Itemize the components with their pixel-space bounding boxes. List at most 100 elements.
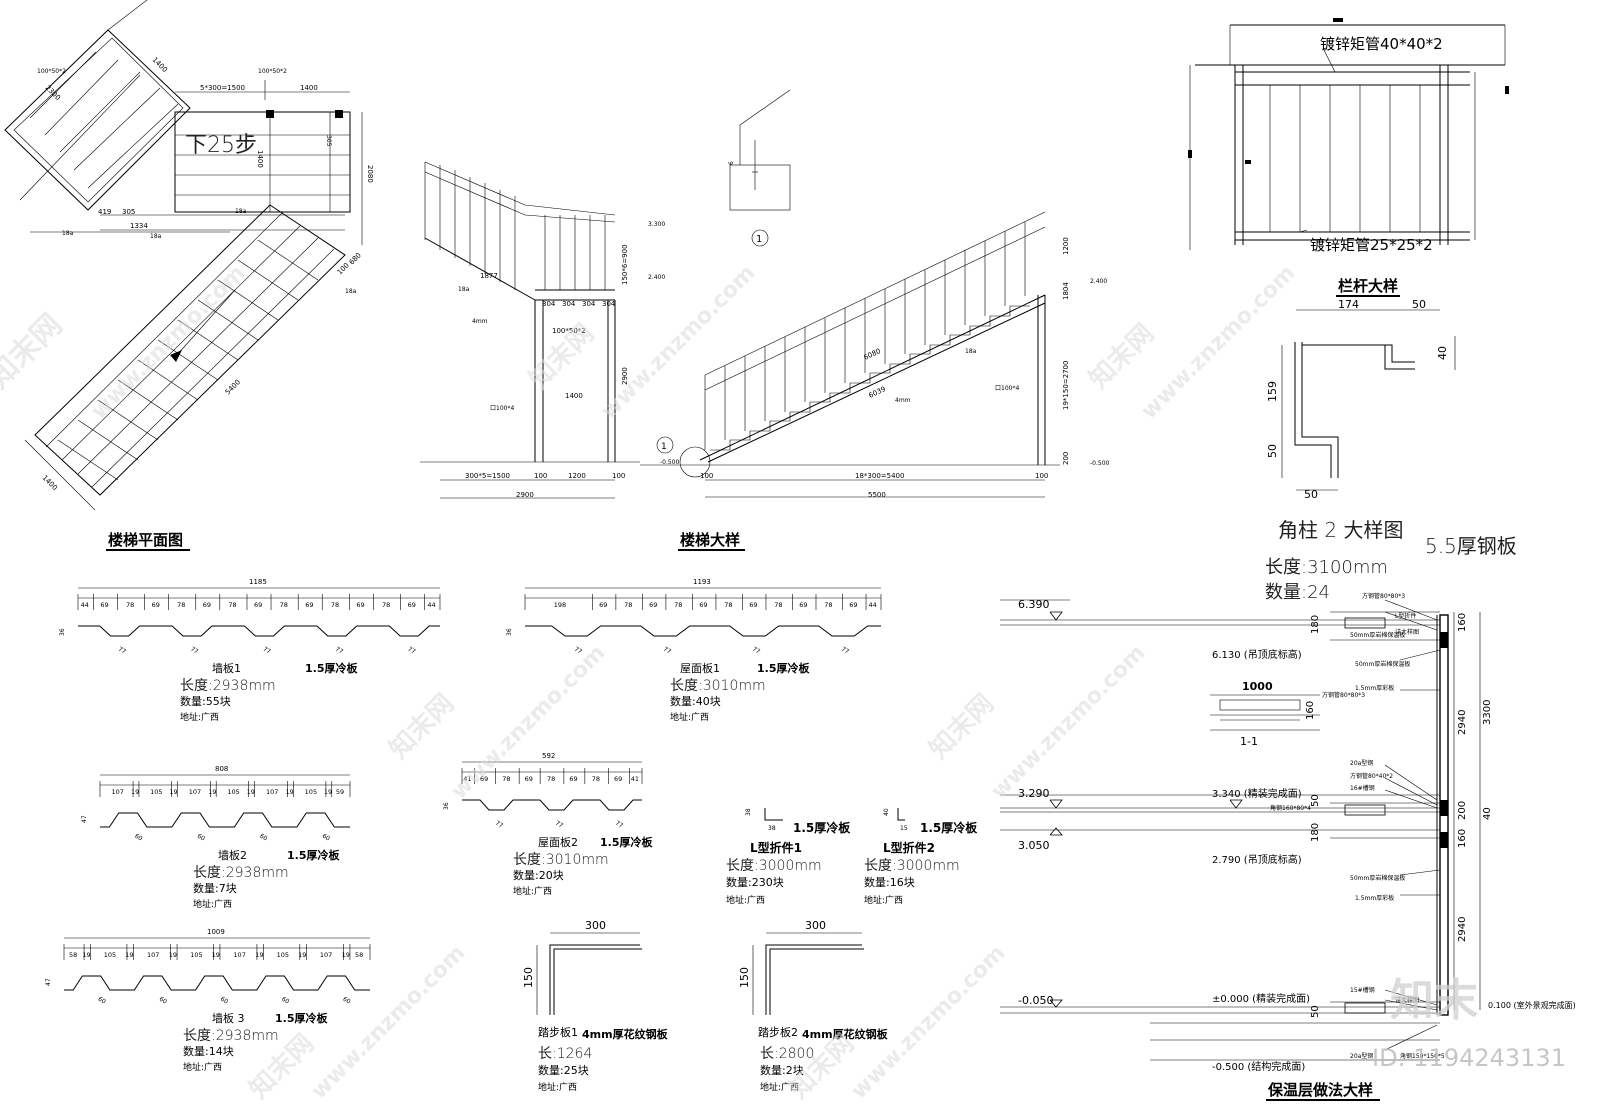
plan-dim-305: 305: [122, 208, 135, 216]
panel-wall1-seg: 69: [408, 601, 416, 609]
angle-dim-40: 40: [1436, 346, 1449, 360]
l-fold-2: 40 15 1.5厚冷板 L型折件2 长度:3000mm 数量:16块 地址:广…: [864, 808, 978, 906]
elev-right-dim-18x300: 18*300=5400: [855, 472, 904, 480]
railing-title: 栏杆大样: [1338, 277, 1398, 295]
elev-right-dim-6080: 6080: [862, 347, 882, 362]
section-el-0000: ±0.000 (精装完成面): [1212, 992, 1310, 1005]
detail-mark-1: 1: [756, 234, 762, 245]
tread-plate-2: 300 150 踏步板2 4mm厚花纹钢板 长:2800 数量:2块 地址:广西: [738, 919, 889, 1093]
plan-dim-1334: 1334: [130, 222, 148, 230]
elev-left-beam-note: 100*50*2: [552, 327, 586, 335]
section-title: 保温层做法大样: [1267, 1081, 1373, 1099]
section-note-pipe-80x80: 方钢管80*80*3: [1362, 592, 1405, 600]
plan-dim-419: 419: [98, 208, 111, 216]
plan-note-channel-c: 18a: [62, 230, 74, 237]
panel-wall3-seg: 107: [233, 951, 245, 959]
elev-right-dim-5500: 5500: [868, 491, 886, 499]
section-note-20a-bottom: 20a型钢: [1350, 1052, 1373, 1060]
panel-wall3-total: 1009: [207, 928, 225, 936]
panel-wall3-seg: 107: [147, 951, 159, 959]
tread-1-addr: 地址:广西: [538, 1081, 577, 1093]
panel-wall2-seg: 19: [208, 788, 216, 796]
tread-2-addr: 地址:广西: [760, 1081, 799, 1093]
panel-wall3-seg: 19: [255, 951, 263, 959]
panel-roof1-seg: 78: [674, 601, 682, 609]
section-el-minus-0500: -0.500 (结构完成面): [1212, 1060, 1305, 1073]
panel-roof2-height: 36: [443, 802, 450, 810]
plan-dim-5400: 5400: [224, 378, 242, 396]
tread-1-width: 300: [585, 919, 606, 932]
panel-roof1-seg: 69: [849, 601, 857, 609]
panel-wall2-seg: 105: [227, 788, 239, 796]
panel-roof1-length: 长度:3010mm: [670, 678, 766, 694]
l-fold-1-dim-b: 38: [768, 825, 776, 832]
panel-wall1-spec: 1.5厚冷板: [305, 661, 358, 675]
plan-title: 楼梯平面图: [108, 531, 183, 549]
elev-right-el-0500: -0.500: [1090, 460, 1110, 467]
panel-wall1-seg: 44: [427, 601, 435, 609]
stair-plan-view: 下25步 1400 2300 5*300=1500 1400 2080 1400…: [4, 0, 374, 551]
l-fold-2-dim-a: 40: [883, 808, 890, 816]
panel-wall3-seg: 58: [355, 951, 363, 959]
panel-wall2-seg: 107: [266, 788, 278, 796]
panel-wall3-rib: 60: [158, 996, 168, 1006]
panel-roof1-qty: 数量:40块: [670, 695, 721, 708]
tread-2-length: 长:2800: [760, 1046, 814, 1062]
panel-wall1-rib: 77: [406, 646, 416, 656]
plan-step-label: 下25步: [185, 133, 257, 158]
section-el-0100: 0.100 (室外景观完成面): [1488, 1000, 1576, 1010]
section-cut-label: 1-1: [1240, 735, 1258, 748]
panel-wall3-seg: 105: [190, 951, 202, 959]
watermark-brand-5: 知末网: [924, 689, 1000, 765]
panel-roof1-name: 屋面板1: [680, 661, 720, 675]
section-note-l-fold: L型折件: [1395, 612, 1416, 620]
panel-wall2-seg: 105: [305, 788, 317, 796]
section-note-angle-160: 角钢160*80*4: [1270, 804, 1311, 812]
panel-roof1-seg: 69: [749, 601, 757, 609]
elev-left-dim-304-1: 304: [542, 300, 556, 308]
panel-wall3-seg: 105: [104, 951, 116, 959]
panel-wall1-seg: 69: [305, 601, 313, 609]
insulation-section-detail: 6.390 6.130 (吊顶底标高) 3.290 3.340 (精装完成面) …: [1000, 592, 1576, 1101]
railing-top-pipe-label: 镀锌矩管40*40*2: [1320, 35, 1443, 53]
panel-wall3-spec: 1.5厚冷板: [275, 1011, 328, 1025]
panel-wall3-height: 47: [45, 978, 52, 986]
panel-wall3-addr: 地址:广西: [183, 1061, 222, 1073]
section-dim-3300: 3300: [1482, 700, 1493, 725]
elev-left-plate-note: 4mm: [472, 318, 488, 325]
elev-left-dim-304-2: 304: [562, 300, 576, 308]
panel-wall1-rib: 77: [262, 646, 272, 656]
elev-right-plate-note: 4mm: [895, 397, 911, 404]
watermark-logo: 知末: [1390, 975, 1478, 1026]
panel-roof2-addr: 地址:广西: [513, 885, 552, 897]
panel-roof2-spec: 1.5厚冷板: [600, 835, 653, 849]
section-el-3290: 3.290: [1018, 787, 1050, 800]
l-fold-1: 38 38 1.5厚冷板 L型折件1 长度:3000mm 数量:230块 地址:…: [726, 808, 851, 906]
watermark-brand-4: 知末网: [384, 689, 460, 765]
tread-1-name: 踏步板1: [538, 1025, 578, 1039]
stair-detail-title: 楼梯大样: [680, 531, 740, 549]
panel-wall1-qty: 数量:55块: [180, 695, 231, 708]
plan-note-channel-b: 18a: [150, 233, 162, 240]
section-dim-50-mid: 50: [1310, 794, 1321, 807]
tread-1-spec: 4mm厚花纹钢板: [582, 1027, 669, 1041]
elev-left-dim-304-3: 304: [582, 300, 596, 308]
panel-wall1-rib: 77: [334, 646, 344, 656]
angle-title: 角柱 2 大样图: [1278, 518, 1403, 542]
l-fold-1-qty: 数量:230块: [726, 876, 784, 889]
angle-dim-174: 174: [1338, 298, 1359, 311]
panel-roof1-seg: 44: [869, 601, 877, 609]
panel-roof1-rib: 77: [573, 646, 583, 656]
l-fold-2-spec: 1.5厚冷板: [920, 820, 978, 835]
tread-2-name: 踏步板2: [758, 1025, 798, 1039]
panel-wall1-seg: 69: [356, 601, 364, 609]
section-el-6390: 6.390: [1018, 598, 1050, 611]
panel-roof1-seg: 78: [624, 601, 632, 609]
panel-wall3-rib: 60: [280, 996, 290, 1006]
plan-note-beam-a: 100*50*2: [37, 68, 66, 75]
panel-roof2-length: 长度:3010mm: [513, 852, 609, 868]
